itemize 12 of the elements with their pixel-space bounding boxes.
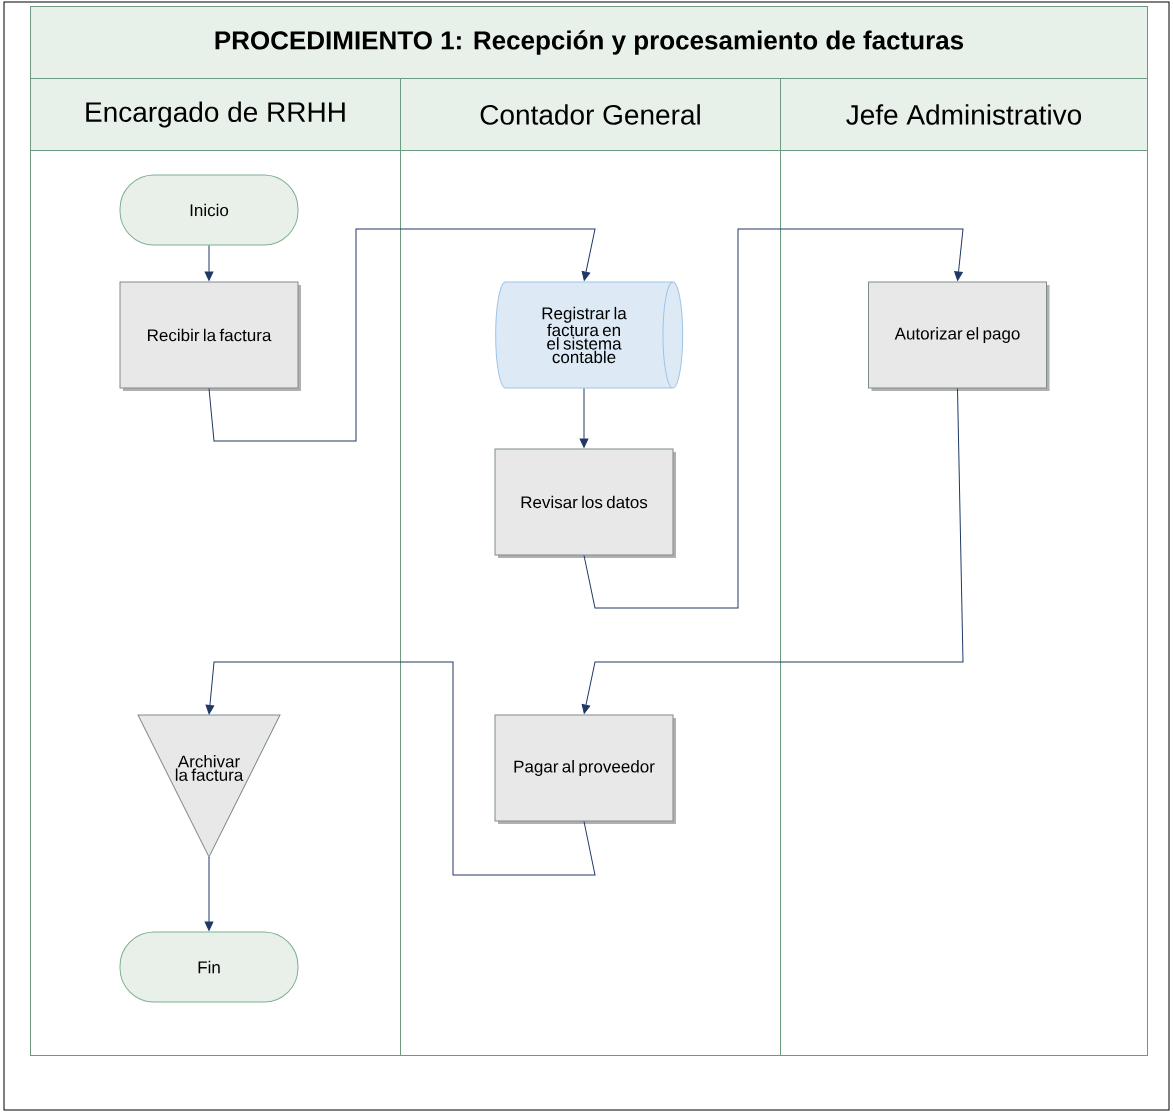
process-box: Autorizar el pago [868,281,1050,391]
arrow [583,228,964,609]
merge-triangle: Archivar la factura [137,714,281,858]
arrow [579,388,589,448]
arrow [204,856,214,931]
arrow [205,661,596,876]
process-box: Recibir la factura [119,281,301,391]
arrow [581,388,964,714]
process-box: Pagar al proveedor [494,714,676,824]
arrow [208,228,596,442]
arrow [204,245,214,281]
process-box: Revisar los datos [494,448,676,558]
